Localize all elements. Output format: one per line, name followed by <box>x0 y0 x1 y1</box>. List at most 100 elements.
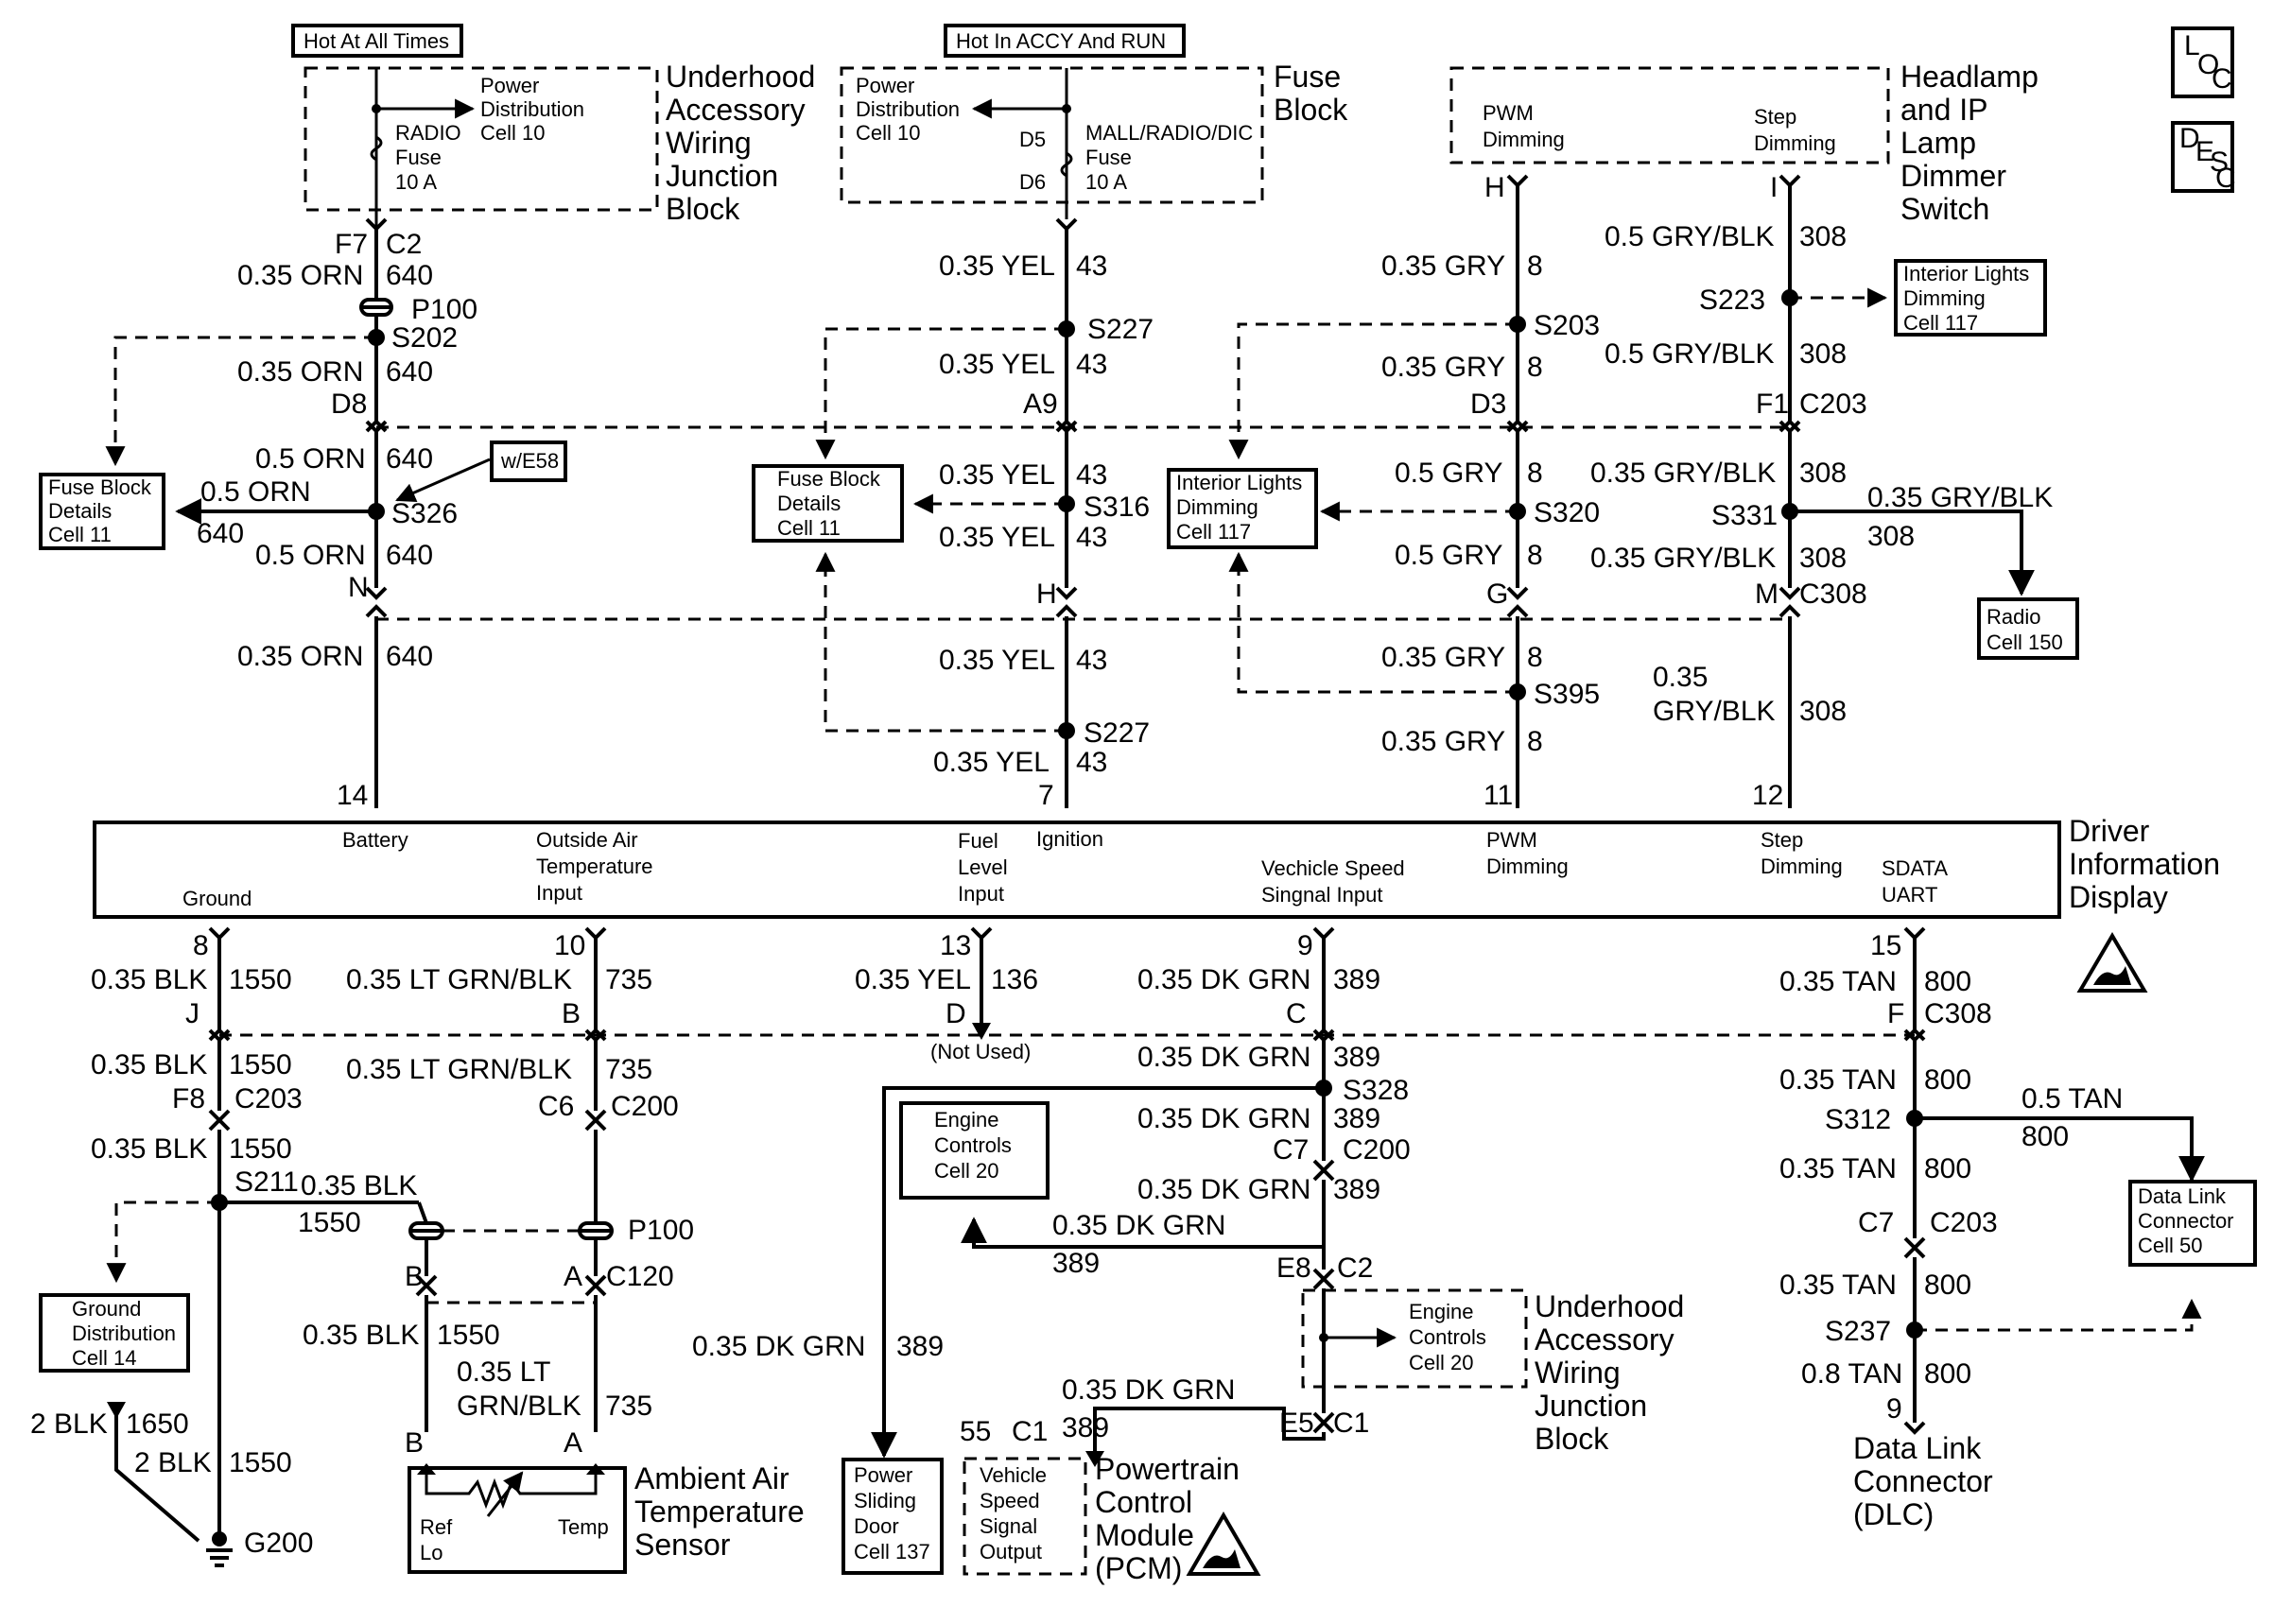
col2-labels: 0.35 YEL 43 S227 0.35 YEL 43 A9 0.35 YEL… <box>933 251 1154 811</box>
svg-text:C7: C7 <box>1858 1207 1894 1238</box>
ground-symbol-g200 <box>206 1548 233 1567</box>
svg-text:A: A <box>564 1427 582 1459</box>
svg-text:0.35 TAN: 0.35 TAN <box>1779 1270 1897 1301</box>
svg-text:0.35 DK GRN: 0.35 DK GRN <box>1137 964 1310 995</box>
dlc-title: Data Link Connector (DLC) <box>1853 1431 1993 1531</box>
svg-text:F1: F1 <box>1756 389 1789 420</box>
svg-text:G: G <box>1486 579 1508 610</box>
svg-text:800: 800 <box>1924 1153 1971 1184</box>
desc-icon <box>2171 121 2234 193</box>
svg-text:0.35 ORN: 0.35 ORN <box>237 641 363 672</box>
svg-text:S316: S316 <box>1084 492 1150 523</box>
svg-text:0.5 TAN: 0.5 TAN <box>2021 1083 2123 1114</box>
svg-text:S331: S331 <box>1711 500 1778 531</box>
svg-text:Details: Details <box>777 492 841 515</box>
svg-text:0.35 YEL: 0.35 YEL <box>939 522 1055 553</box>
svg-text:8: 8 <box>193 930 209 961</box>
svg-text:D6: D6 <box>1019 170 1046 194</box>
svg-text:Signal: Signal <box>980 1514 1037 1538</box>
svg-text:Powertrain: Powertrain <box>1095 1452 1240 1486</box>
svg-text:A9: A9 <box>1023 389 1058 420</box>
svg-text:N: N <box>348 572 369 603</box>
svg-text:0.35 GRY: 0.35 GRY <box>1381 726 1505 757</box>
svg-text:Temperature: Temperature <box>634 1494 805 1529</box>
svg-text:0.35 GRY/BLK: 0.35 GRY/BLK <box>1590 543 1776 574</box>
svg-text:Connector: Connector <box>1853 1464 1993 1498</box>
svg-text:735: 735 <box>605 1054 652 1085</box>
svg-text:1550: 1550 <box>229 1133 292 1165</box>
svg-text:0.35 YEL: 0.35 YEL <box>855 964 971 995</box>
svg-text:Temperature: Temperature <box>536 855 653 878</box>
svg-text:Cell 11: Cell 11 <box>48 523 112 546</box>
svg-text:Power: Power <box>854 1463 912 1487</box>
hot-at-all-times-tag <box>291 24 463 58</box>
svg-text:C6: C6 <box>538 1091 574 1122</box>
svg-text:O: O <box>2197 49 2219 80</box>
svg-text:Underhood: Underhood <box>666 60 815 94</box>
svg-text:Distribution: Distribution <box>72 1322 176 1345</box>
svg-text:F7: F7 <box>335 229 368 260</box>
ref-power-sliding-door <box>842 1458 944 1575</box>
hot-accy-run-tag <box>944 24 1186 58</box>
svg-text:C308: C308 <box>1924 998 1992 1029</box>
underhood-junction-block-top <box>304 66 659 212</box>
ref-interior-lights-right <box>1894 259 2047 337</box>
svg-text:Information: Information <box>2069 847 2220 881</box>
svg-text:Distribution: Distribution <box>480 97 584 121</box>
svg-text:Module: Module <box>1095 1518 1194 1552</box>
svg-text:RADIO: RADIO <box>395 121 461 145</box>
svg-text:55: 55 <box>960 1416 991 1447</box>
svg-text:Fuse: Fuse <box>395 146 442 169</box>
svg-text:Dimmer: Dimmer <box>1900 159 2006 193</box>
svg-text:308: 308 <box>1799 338 1847 370</box>
svg-text:1550: 1550 <box>437 1320 500 1351</box>
svg-text:0.35 TAN: 0.35 TAN <box>1779 966 1897 997</box>
svg-text:389: 389 <box>1062 1412 1109 1443</box>
svg-text:B: B <box>405 1427 424 1459</box>
svg-text:(Not Used): (Not Used) <box>930 1040 1031 1063</box>
underhood-top-title: Underhood Accessory Wiring Junction Bloc… <box>666 60 815 226</box>
svg-text:D3: D3 <box>1470 389 1506 420</box>
svg-text:C1: C1 <box>1012 1416 1048 1447</box>
svg-text:Fuse Block: Fuse Block <box>48 475 152 499</box>
ref-ground-distribution <box>39 1293 190 1373</box>
colD-labels: 9 0.35 DK GRN 389 C 0.35 DK GRN 389 S328… <box>692 930 1411 1447</box>
svg-text:Dimming: Dimming <box>1754 131 1836 155</box>
svg-text:w/E58: w/E58 <box>500 449 559 473</box>
svg-text:E5: E5 <box>1279 1408 1314 1439</box>
svg-text:389: 389 <box>1333 1042 1380 1073</box>
svg-text:S326: S326 <box>391 498 458 529</box>
mall-fuse-symbol <box>1060 151 1073 178</box>
circuit-389 <box>871 926 1335 1467</box>
svg-text:S: S <box>2210 147 2229 178</box>
svg-text:15: 15 <box>1870 930 1901 961</box>
svg-text:C: C <box>1286 998 1307 1029</box>
svg-text:640: 640 <box>386 356 433 388</box>
svg-text:1550: 1550 <box>298 1207 361 1238</box>
svg-text:S211: S211 <box>234 1166 299 1198</box>
svg-text:Underhood: Underhood <box>1535 1289 1684 1323</box>
svg-text:Fuse Block: Fuse Block <box>777 467 881 491</box>
svg-text:389: 389 <box>1333 1103 1380 1134</box>
svg-text:F8: F8 <box>172 1083 205 1114</box>
ambient-air-sensor-title: Ambient Air Temperature Sensor <box>634 1461 805 1562</box>
svg-text:308: 308 <box>1799 458 1847 489</box>
svg-text:0.35 LT GRN/BLK: 0.35 LT GRN/BLK <box>346 1054 572 1085</box>
fuse-block-title: Fuse <box>1274 60 1341 94</box>
svg-text:Switch: Switch <box>1900 192 1989 226</box>
svg-text:S223: S223 <box>1699 285 1765 316</box>
svg-text:S227: S227 <box>1084 717 1150 749</box>
svg-text:Speed: Speed <box>980 1489 1040 1512</box>
svg-text:800: 800 <box>2021 1121 2069 1152</box>
svg-text:2 BLK: 2 BLK <box>134 1447 212 1478</box>
colC-labels: 13 0.35 YEL 136 D (Not Used) <box>855 930 1038 1063</box>
svg-text:Connector: Connector <box>2138 1209 2234 1233</box>
svg-text:0.35 DK GRN: 0.35 DK GRN <box>692 1331 865 1362</box>
svg-text:Cell 50: Cell 50 <box>2138 1234 2202 1257</box>
svg-text:Dimming: Dimming <box>1903 286 1986 310</box>
svg-text:308: 308 <box>1799 543 1847 574</box>
svg-text:B: B <box>405 1261 424 1292</box>
svg-text:1650: 1650 <box>126 1408 189 1440</box>
svg-text:640: 640 <box>386 540 433 571</box>
